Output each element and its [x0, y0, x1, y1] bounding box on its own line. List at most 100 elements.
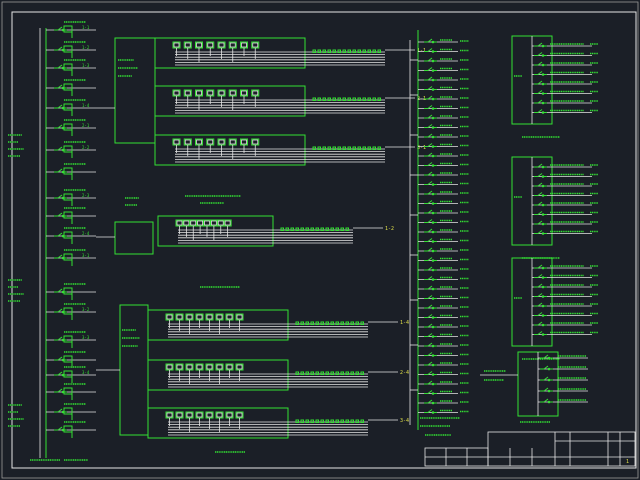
left-feeder-label: 3-3 [82, 335, 90, 340]
panel-terminal [332, 97, 336, 101]
panel-terminal [322, 146, 326, 150]
panel-terminal [315, 321, 319, 325]
panel-row-frame [147, 407, 289, 439]
left-feeder-label: 2-4 [82, 231, 90, 236]
small-panel-breaker [547, 367, 551, 371]
side-panel-breaker [541, 73, 545, 76]
panel-terminal [300, 321, 304, 325]
panel-terminal [342, 97, 346, 101]
panel-terminal [335, 227, 339, 231]
panel-terminal [377, 49, 381, 53]
panel-terminal [335, 321, 339, 325]
bottom-right-panel [480, 351, 588, 423]
panel-device-core [241, 42, 247, 48]
panel-device-core [190, 220, 197, 226]
panel-device-core [236, 412, 243, 418]
right-feeder-breaker [431, 411, 435, 414]
panel-terminal [332, 49, 336, 53]
breaker-contact [537, 42, 543, 47]
side-panel-breaker [541, 304, 545, 308]
breaker-contact [427, 409, 433, 413]
upper-panel-group: 1-12-13-1 [96, 37, 426, 204]
breaker-contact [427, 295, 433, 299]
right-feeder-breaker [431, 116, 435, 120]
breaker-contact [57, 26, 63, 31]
left-branch-device [63, 307, 73, 315]
right-feeder-breaker [431, 126, 435, 129]
title-block: 1 [424, 431, 636, 467]
panel-device-core [207, 139, 214, 145]
left-branch-device [63, 211, 73, 219]
panel-terminal [325, 227, 329, 231]
right-feeder-breaker [431, 50, 435, 53]
panel-terminal [342, 146, 346, 150]
panel-device-core [176, 314, 183, 320]
left-branch-device [63, 387, 73, 395]
sheet-number: 1 [626, 459, 629, 465]
left-branch-device [63, 167, 73, 175]
panel-terminal [367, 146, 371, 150]
breaker-contact [427, 399, 433, 404]
breaker-contact [537, 61, 543, 66]
panel-terminal [340, 227, 344, 231]
left-section-1-notes [8, 134, 24, 157]
panel-device-core [218, 139, 225, 145]
left-branch-device [63, 45, 73, 53]
breaker-contact [427, 390, 433, 394]
panel-device-core [184, 42, 191, 48]
breaker-contact [427, 266, 433, 271]
panel-terminal [315, 371, 319, 375]
left-branch-device [63, 145, 73, 153]
right-feeder-breaker [431, 382, 435, 386]
panel-terminal [325, 371, 329, 375]
side-panel-breaker [541, 323, 545, 327]
panel-device-core [176, 412, 183, 418]
right-feeder-breaker [431, 59, 435, 63]
breaker-contact [537, 302, 543, 307]
breaker-contact [57, 168, 63, 173]
breaker-contact [57, 64, 63, 69]
panel-terminal [317, 146, 321, 150]
left-feeder-label: 2-1 [82, 123, 90, 128]
side-panel-breaker [541, 184, 545, 188]
breaker-contact [537, 182, 543, 187]
breaker-contact [427, 323, 433, 328]
panel-device-core [204, 220, 210, 226]
panel-terminal [310, 371, 314, 375]
breaker-contact [537, 264, 543, 269]
breaker-contact [537, 283, 543, 288]
breaker-contact [537, 220, 543, 225]
right-feeder-breaker [431, 354, 435, 357]
panel-device-core [183, 220, 190, 226]
panel-device-core [207, 90, 214, 96]
panel-terminal [315, 419, 319, 423]
panel-terminal [352, 49, 356, 53]
breaker-contact [427, 380, 433, 385]
breaker-contact [537, 71, 543, 75]
panel-terminal [312, 49, 316, 53]
breaker-contact [543, 376, 549, 381]
panel-terminal [350, 371, 354, 375]
panel-device-core [197, 220, 204, 226]
panel-terminal [325, 321, 329, 325]
panel-terminal [345, 371, 349, 375]
panel-device-core [236, 364, 243, 370]
panel-terminal [295, 227, 299, 231]
panel-terminal [310, 321, 314, 325]
breaker-contact [57, 146, 63, 151]
panel-terminal [320, 419, 324, 423]
breaker-contact [57, 408, 63, 413]
panel-terminal [332, 146, 336, 150]
left-feeder-label: 2-2 [82, 145, 90, 150]
left-branch-device [63, 83, 73, 91]
breaker-contact [427, 219, 433, 223]
panel-device-core [252, 139, 259, 145]
right-feeder-breaker [431, 259, 435, 262]
panel-terminal [320, 321, 324, 325]
breaker-contact [543, 387, 549, 392]
breaker-contact [537, 293, 543, 297]
side-panel-schedules [511, 35, 598, 360]
small-panel-breaker [547, 356, 551, 360]
breaker-contact [427, 114, 433, 119]
